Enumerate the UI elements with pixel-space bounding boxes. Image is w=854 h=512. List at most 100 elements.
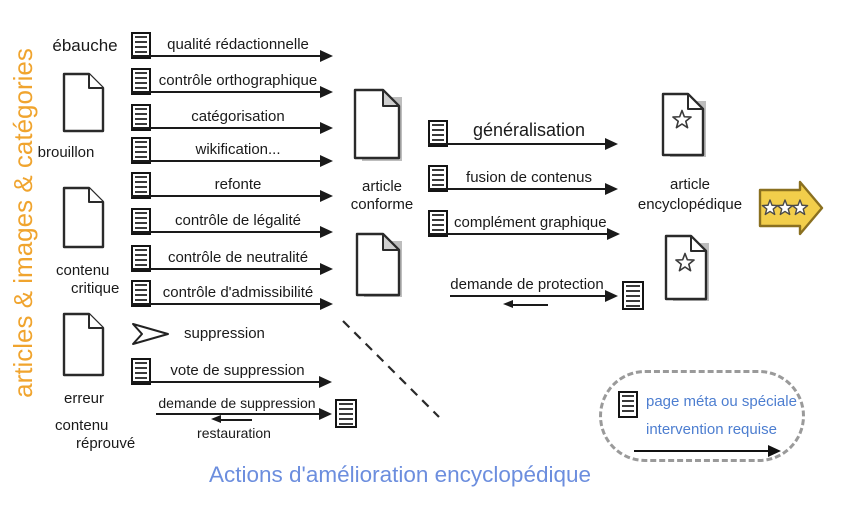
- transition-label: demande de protection: [450, 276, 604, 293]
- diagram-title: Actions d'amélioration encyclopédique: [208, 462, 592, 487]
- document-icon-article-conforme-2: [355, 232, 402, 297]
- arrow-line: [156, 413, 320, 415]
- transition-label: généralisation: [472, 120, 586, 140]
- arrow-line: [131, 195, 321, 197]
- meta-page-icon: [335, 399, 357, 428]
- transition-label: wikification...: [195, 141, 281, 158]
- transition-label: contrôle d'admissibilité: [162, 284, 314, 301]
- transition-wikification: wikification...: [131, 132, 333, 167]
- restauration-label: restauration: [197, 425, 271, 441]
- state-label-ebauche: ébauche: [52, 36, 118, 55]
- legend-line2: intervention requise: [646, 421, 777, 438]
- transition-refonte: refonte: [131, 167, 333, 202]
- arrow-line: [131, 231, 321, 233]
- arrow-line: [428, 233, 608, 235]
- meta-page-icon: [131, 280, 151, 307]
- arrow-line: [131, 127, 321, 129]
- three-star-reward-arrow-icon: [758, 180, 824, 236]
- transition-categorisation: catégorisation: [131, 99, 333, 134]
- transition-vote-suppression: vote de suppression: [131, 353, 332, 388]
- transition-label: demande de suppression: [158, 395, 316, 411]
- state-label-contenu-reprouve-line1: contenu: [55, 417, 109, 434]
- transition-label: catégorisation: [191, 108, 285, 125]
- document-icon-erreur: [62, 312, 105, 377]
- legend-line1: page méta ou spéciale: [646, 393, 797, 410]
- meta-page-icon: [428, 210, 448, 237]
- document-icon-article-conforme-1: [353, 88, 402, 161]
- arrowhead-icon: [320, 50, 333, 62]
- arrowhead-icon: [320, 190, 333, 202]
- arrowhead-icon: [320, 298, 333, 310]
- meta-page-icon: [618, 391, 638, 418]
- state-label-contenu-reprouve-line2: réprouvé: [76, 435, 136, 452]
- meta-page-icon: [131, 172, 151, 199]
- arrow-line: [450, 295, 606, 297]
- arrowhead-icon: [607, 228, 620, 240]
- meta-page-icon: [622, 281, 644, 310]
- transition-label: contrôle de légalité: [175, 212, 301, 229]
- star-icon: [761, 199, 779, 216]
- meta-page-icon: [131, 32, 151, 59]
- arrow-line: [131, 268, 321, 270]
- arrow-line: [131, 381, 320, 383]
- legend-arrow-line: [634, 450, 768, 452]
- transition-controle-legalite: contrôle de légalité: [131, 203, 333, 238]
- state-label-article-encyclopedique-line1: article: [669, 176, 710, 193]
- suppression-label: suppression: [184, 325, 265, 342]
- arrowhead-icon: [319, 408, 332, 420]
- star-icon: [791, 199, 809, 216]
- state-label-erreur: erreur: [64, 390, 105, 407]
- arrowhead-icon: [320, 122, 333, 134]
- transition-label: fusion de contenus: [466, 169, 592, 186]
- axis-label: articles & images & catégories: [8, 48, 38, 398]
- transition-fusion-contenus: fusion de contenus: [428, 160, 618, 195]
- document-icon-contenu-critique: [62, 186, 105, 249]
- arrowhead-icon: [605, 183, 618, 195]
- document-icon-brouillon: [62, 72, 105, 133]
- document-icon-article-encyclopedique-2: [664, 234, 709, 301]
- state-label-contenu-critique-line1: contenu: [56, 262, 110, 279]
- state-label-contenu-critique-line2: critique: [71, 280, 120, 297]
- meta-page-icon: [131, 208, 151, 235]
- transition-generalisation: généralisation: [428, 112, 618, 150]
- arrow-line: [131, 160, 321, 162]
- state-label-article-encyclopedique-line2: encyclopédique: [637, 196, 743, 213]
- meta-page-icon: [131, 137, 151, 164]
- meta-page-icon: [131, 358, 151, 385]
- meta-page-icon: [131, 68, 151, 95]
- state-label-article-conforme-line1: article: [361, 178, 402, 195]
- transition-controle-admissibilite: contrôle d'admissibilité: [131, 275, 333, 310]
- transition-label: contrôle de neutralité: [167, 249, 309, 266]
- suppression-chevron-icon: [132, 323, 169, 345]
- state-label-article-conforme-line2: conforme: [350, 196, 414, 213]
- state-label-brouillon: brouillon: [37, 144, 95, 161]
- meta-page-icon: [428, 120, 448, 147]
- meta-page-icon: [428, 165, 448, 192]
- transition-label: qualité rédactionnelle: [167, 36, 309, 53]
- transition-label: vote de suppression: [170, 362, 305, 379]
- arrow-line: [131, 303, 321, 305]
- dashed-divider-line: [342, 320, 440, 418]
- arrowhead-icon: [319, 376, 332, 388]
- arrowhead-icon: [320, 263, 333, 275]
- document-icon-article-encyclopedique-1: [661, 92, 706, 157]
- transition-demande-suppression: demande de suppression: [156, 385, 332, 420]
- protection-return-arrow: [503, 301, 548, 307]
- transition-label: contrôle orthographique: [158, 72, 318, 89]
- transition-label: refonte: [214, 176, 262, 193]
- transition-qualite-redactionnelle: qualité rédactionnelle: [131, 27, 333, 62]
- legend-box: page méta ou spéciale intervention requi…: [599, 370, 805, 462]
- arrow-line: [131, 91, 321, 93]
- transition-demande-protection: demande de protection: [450, 267, 618, 302]
- arrowhead-icon: [605, 138, 618, 150]
- arrowhead-icon: [320, 86, 333, 98]
- arrowhead-icon: [320, 226, 333, 238]
- arrowhead-icon: [605, 290, 618, 302]
- transition-controle-orthographique: contrôle orthographique: [131, 63, 333, 98]
- meta-page-icon: [131, 245, 151, 272]
- arrow-line: [131, 55, 321, 57]
- star-icon: [672, 109, 692, 129]
- meta-page-icon: [131, 104, 151, 131]
- transition-controle-neutralite: contrôle de neutralité: [131, 240, 333, 275]
